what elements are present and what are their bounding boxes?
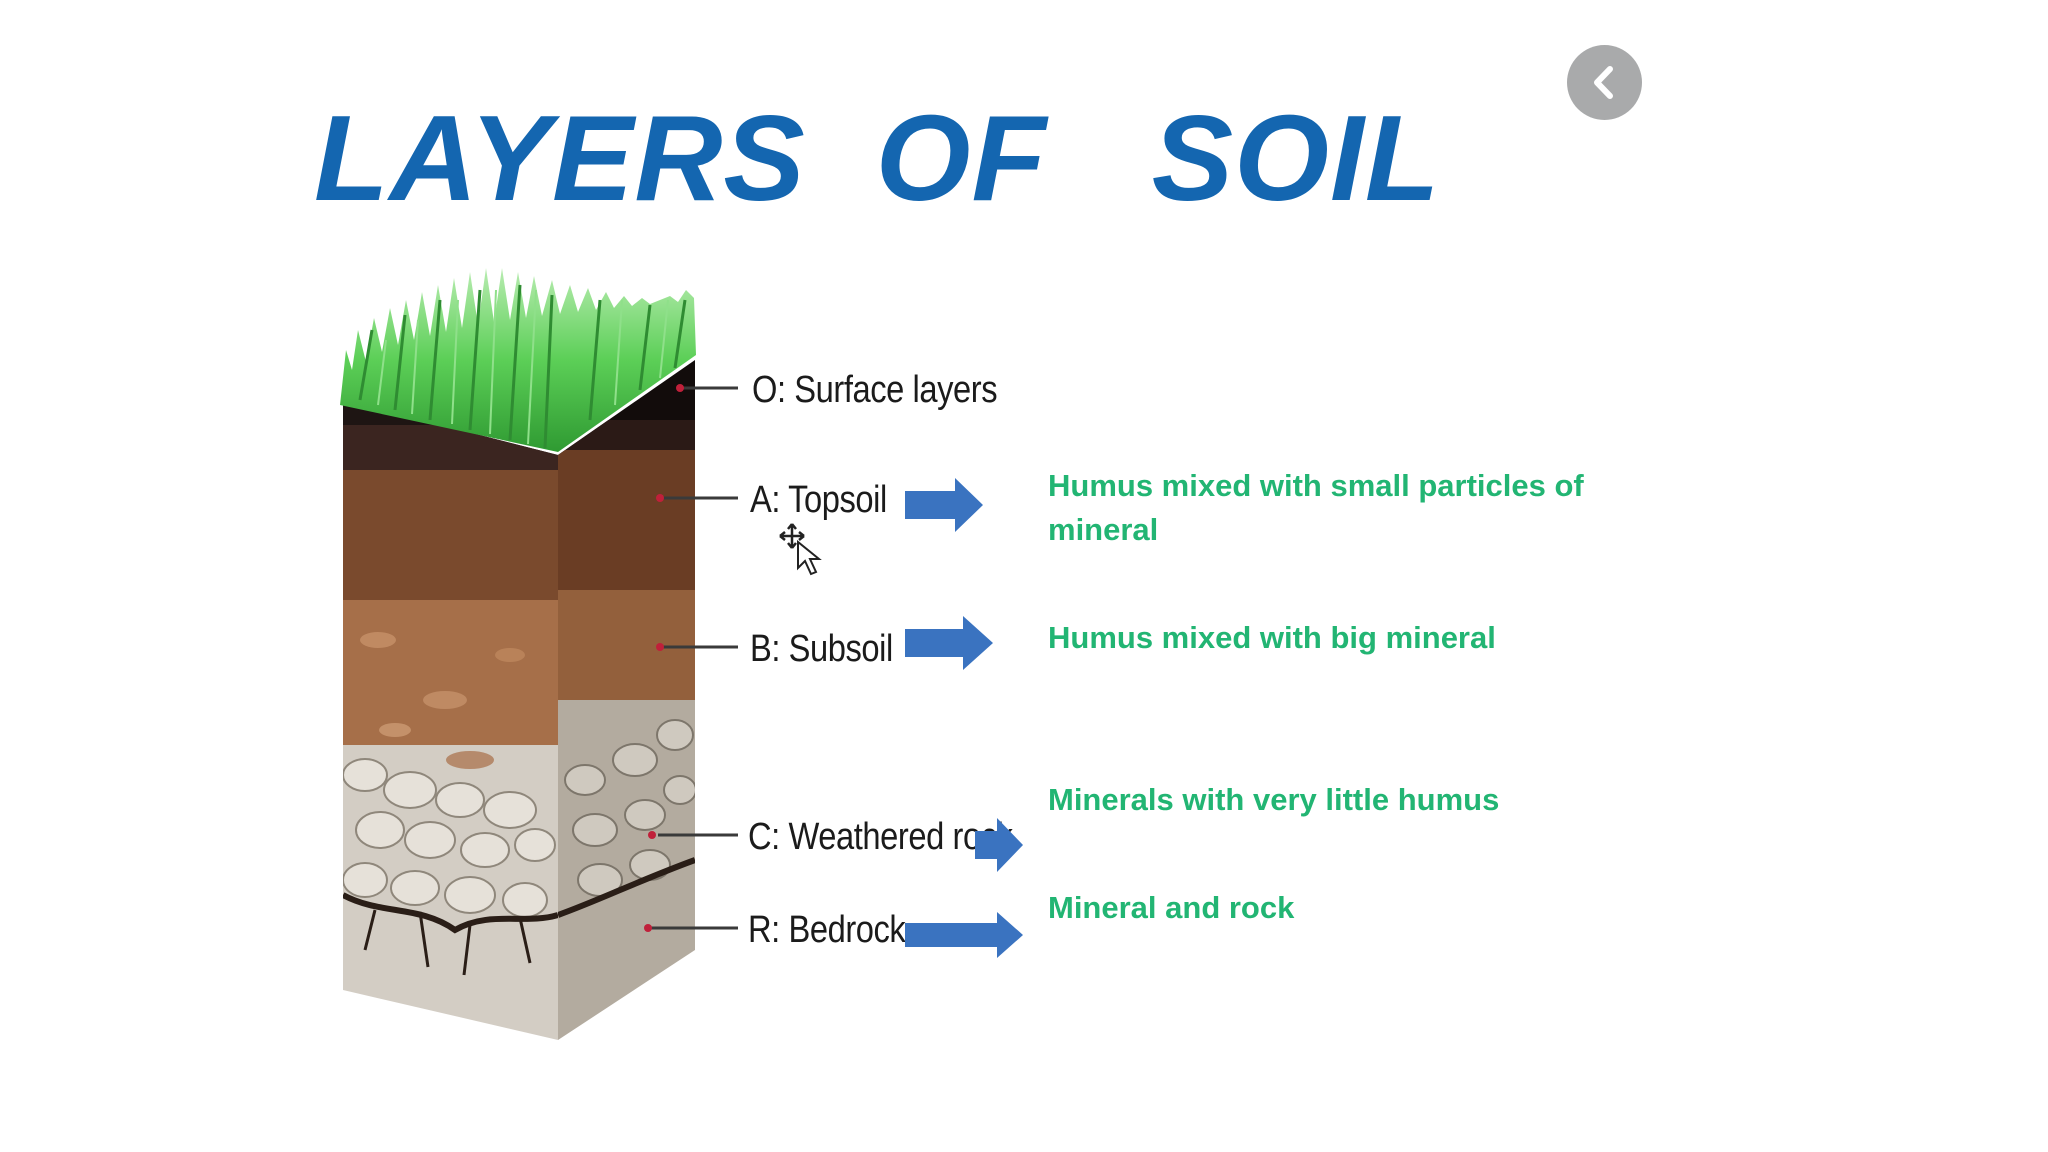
layer-label-a: A: Topsoil bbox=[750, 479, 887, 521]
layer-description-a: Humus mixed with small particles of mine… bbox=[1048, 468, 1584, 547]
layer-description-b: Humus mixed with big mineral bbox=[1048, 620, 1496, 655]
move-cursor-icon bbox=[779, 523, 822, 576]
chevron-left-icon bbox=[1594, 66, 1613, 99]
page-title: LAYERS OF SOIL bbox=[314, 90, 1441, 226]
grass-top bbox=[340, 268, 696, 452]
arrow-right-icon bbox=[905, 478, 983, 532]
layer-label-b: B: Subsoil bbox=[750, 628, 893, 670]
leader-dots bbox=[644, 384, 684, 932]
arrow-right-icon bbox=[975, 818, 1023, 872]
leader-lines bbox=[650, 386, 738, 930]
arrow-right-icon bbox=[905, 616, 993, 670]
layer-description-c: Minerals with very little humus bbox=[1048, 782, 1500, 817]
layer-label-r: R: Bedrock bbox=[748, 909, 906, 951]
soil-column-side bbox=[558, 360, 695, 1040]
layer-description-r: Mineral and rock bbox=[1048, 890, 1295, 925]
layer-label-c: C: Weathered rock bbox=[748, 816, 1013, 858]
back-button[interactable] bbox=[1567, 45, 1642, 120]
arrow-right-icon bbox=[905, 912, 1023, 958]
soil-column-front bbox=[343, 400, 558, 1040]
layer-label-o: O: Surface layers bbox=[752, 369, 998, 411]
